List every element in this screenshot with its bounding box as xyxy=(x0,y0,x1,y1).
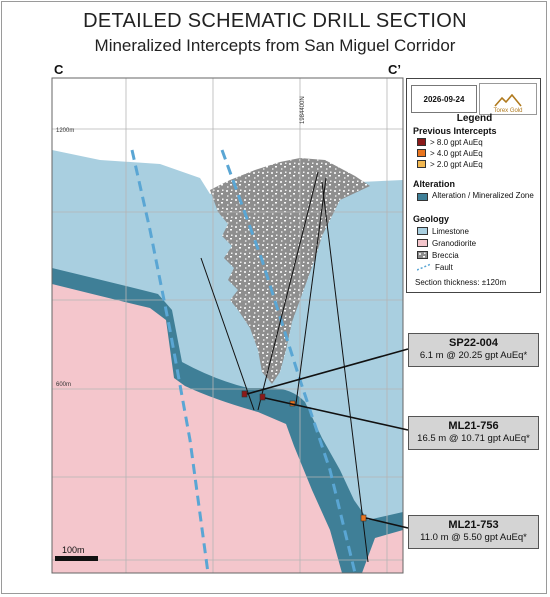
geology-heading: Geology xyxy=(413,214,450,224)
callout-sp22-004: SP22-004 6.1 m @ 20.25 gpt AuEq* xyxy=(408,333,539,367)
legend-label-fault: Fault xyxy=(435,263,453,272)
callout-name: ML21-753 xyxy=(448,519,499,531)
section-end-label: C’ xyxy=(388,62,401,77)
callout-value: 16.5 m @ 10.71 gpt AuEq* xyxy=(417,433,530,444)
figure-subtitle: Mineralized Intercepts from San Miguel C… xyxy=(94,36,456,55)
swatch-alteration xyxy=(417,193,428,201)
leader-ml21-756 xyxy=(264,397,409,431)
alteration-heading: Alteration xyxy=(413,179,456,189)
swatch-intercept-2 xyxy=(417,160,426,168)
granodiorite-unit xyxy=(52,273,403,573)
drillhole-sp22-004 xyxy=(200,257,255,411)
legend-item-fault: Fault xyxy=(417,263,453,272)
alteration-zone xyxy=(52,268,403,573)
leader-ml21-753 xyxy=(365,517,409,529)
legend-item-alteration: Alteration / Mineralized Zone xyxy=(417,191,535,201)
legend-label-limestone: Limestone xyxy=(432,227,469,236)
callout-ml21-753: ML21-753 11.0 m @ 5.50 gpt AuEq* xyxy=(408,515,539,549)
legend-item-intercept-4: > 4.0 gpt AuEq xyxy=(417,149,483,158)
callout-name: SP22-004 xyxy=(449,337,498,349)
drillhole-ml21-753 xyxy=(321,181,369,563)
scale-bar-label: 100m xyxy=(62,545,85,555)
legend-label-intercept-4: > 4.0 gpt AuEq xyxy=(430,149,483,158)
callout-ml21-756: ML21-756 16.5 m @ 10.71 gpt AuEq* xyxy=(408,416,539,450)
intercept-sp22-004 xyxy=(241,390,248,398)
legend-item-intercept-8: > 8.0 gpt AuEq xyxy=(417,138,483,147)
callout-name: ML21-756 xyxy=(448,420,499,432)
legend-label-breccia: Breccia xyxy=(432,251,459,260)
fault-west xyxy=(130,149,210,573)
northing-label: 1984400N xyxy=(300,96,306,124)
swatch-intercept-8 xyxy=(417,138,426,146)
callout-value: 11.0 m @ 5.50 gpt AuEq* xyxy=(420,532,527,543)
leader-sp22-004 xyxy=(246,348,409,395)
breccia-body xyxy=(210,158,370,384)
intercept-ml21-753 xyxy=(360,514,367,522)
logo-mark-icon xyxy=(494,94,522,107)
swatch-granodiorite xyxy=(417,239,428,247)
swatch-intercept-4 xyxy=(417,149,426,157)
scale-bar xyxy=(55,556,98,561)
company-logo: Torex Gold xyxy=(479,83,537,115)
intercept-ml21-756 xyxy=(259,393,266,401)
legend-label-intercept-8: > 8.0 gpt AuEq xyxy=(430,138,483,147)
swatch-breccia xyxy=(417,251,428,259)
legend-label-alteration: Alteration / Mineralized Zone xyxy=(432,191,534,200)
callout-value: 6.1 m @ 20.25 gpt AuEq* xyxy=(419,350,528,361)
legend-item-limestone: Limestone xyxy=(417,227,469,236)
legend-label-granodiorite: Granodiorite xyxy=(432,239,477,248)
section-thickness: Section thickness: ±120m xyxy=(415,278,506,287)
logo-text: Torex Gold xyxy=(493,108,523,114)
intercepts-heading: Previous Intercepts xyxy=(413,126,497,136)
drillhole-ml21-756-b xyxy=(295,177,327,405)
figure-title: DETAILED SCHEMATIC DRILL SECTION xyxy=(83,10,467,32)
section-thickness-label: Section thickness: ±120m xyxy=(415,278,507,287)
legend-item-intercept-2: > 2.0 gpt AuEq xyxy=(417,160,483,169)
elevation-label-upper: 1200m xyxy=(56,128,74,134)
date-label: 2026-09-24 xyxy=(411,85,477,113)
swatch-fault xyxy=(417,263,431,271)
drillhole-ml21-756-a xyxy=(257,171,319,411)
legend-label-intercept-2: > 2.0 gpt AuEq xyxy=(430,160,483,169)
legend-box: 2026-09-24 Torex Gold Legend Previous In… xyxy=(406,78,541,293)
elevation-label-lower: 600m xyxy=(56,382,71,388)
section-start-label: C xyxy=(54,62,64,77)
legend-title: Legend xyxy=(456,113,493,124)
legend-item-granodiorite: Granodiorite xyxy=(417,239,476,248)
swatch-limestone xyxy=(417,227,428,235)
legend-item-breccia: Breccia xyxy=(417,251,459,260)
